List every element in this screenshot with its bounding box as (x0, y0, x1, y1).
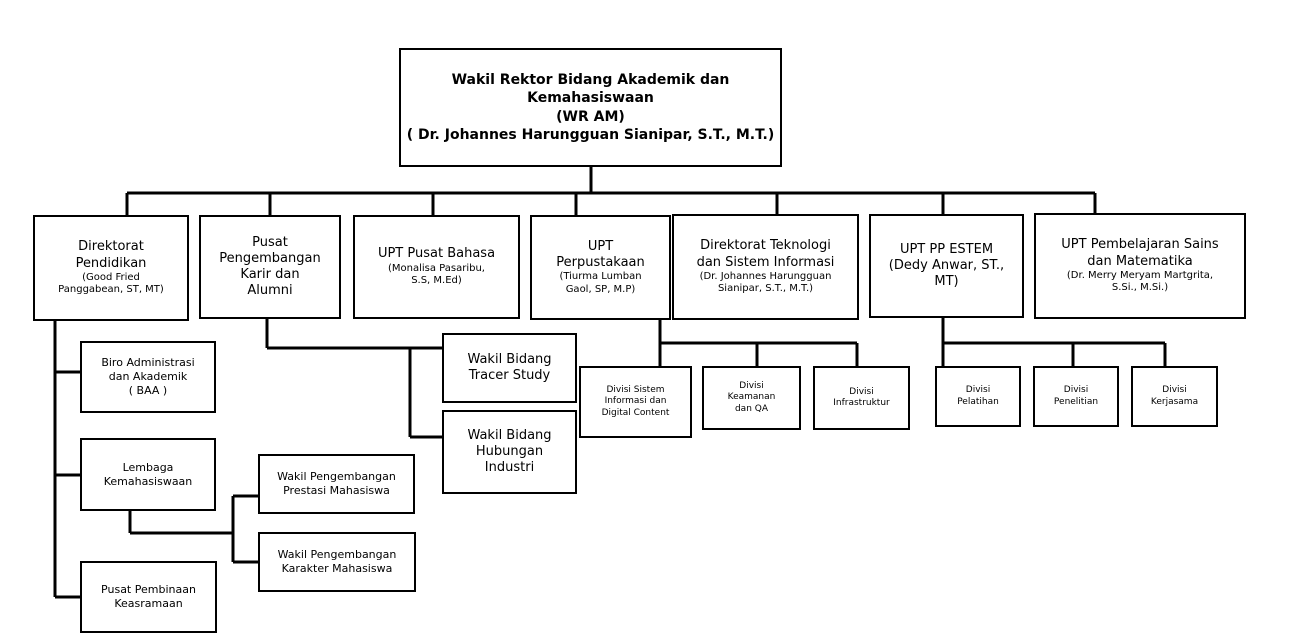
node-person: Panggabean, ST, MT) (58, 284, 164, 296)
node-title: Alumni (247, 283, 293, 299)
node-person: S.S, M.Ed) (411, 275, 462, 287)
node-title: Direktorat (78, 239, 144, 255)
node-title: Wakil Pengembangan (277, 470, 396, 484)
node-title: Divisi (965, 385, 991, 396)
node-wakil-tracer-study: Wakil Bidang Tracer Study (442, 333, 577, 403)
node-title: Hubungan (475, 443, 544, 459)
node-lembaga-kemahasiswaan: Lembaga Kemahasiswaan (80, 438, 216, 511)
node-title: Prestasi Mahasiswa (283, 484, 390, 497)
node-title: Infrastruktur (833, 398, 890, 408)
node-divisi-penelitian: Divisi Penelitian (1033, 366, 1119, 427)
node-title: Wakil Bidang (467, 351, 552, 367)
node-title: Keasramaan (114, 597, 183, 610)
node-title: Wakil Pengembangan (277, 548, 397, 562)
node-title: Direktorat Teknologi (700, 238, 831, 254)
node-title: ( BAA ) (128, 383, 168, 397)
node-upt-pusat-bahasa: UPT Pusat Bahasa (Monalisa Pasaribu, S.S… (353, 215, 520, 319)
node-direktorat-pendidikan: Direktorat Pendidikan (Good Fried Pangga… (33, 215, 189, 321)
root-node-wr-am: Wakil Rektor Bidang Akademik dan Kemahas… (399, 48, 782, 167)
node-title: dan Akademik (108, 370, 188, 384)
node-title: Keamanan (727, 392, 776, 403)
node-title: dan Matematika (1087, 253, 1193, 269)
node-title: Tracer Study (468, 368, 551, 383)
node-title: Karir dan (240, 267, 300, 282)
node-person: (Good Fried (82, 271, 140, 283)
node-title: Karakter Mahasiswa (281, 562, 393, 575)
node-divisi-keamanan-qa: Divisi Keamanan dan QA (702, 366, 801, 430)
node-person: Sianipar, S.T., M.T.) (717, 283, 814, 295)
node-wakil-prestasi: Wakil Pengembangan Prestasi Mahasiswa (258, 454, 415, 514)
node-person: Gaol, SP, M.P) (565, 283, 636, 295)
node-title: Kemahasiswaan (103, 474, 193, 488)
node-title: Divisi (1162, 385, 1187, 396)
node-upt-perpustakaan: UPT Perpustakaan (Tiurma Lumban Gaol, SP… (530, 215, 671, 320)
node-title: Perpustakaan (556, 255, 645, 270)
node-title: Divisi Sistem (606, 385, 665, 396)
node-title: MT) (934, 274, 959, 290)
node-title: UPT Pembelajaran Sains (1061, 237, 1219, 253)
node-divisi-infrastruktur: Divisi Infrastruktur (813, 366, 910, 430)
node-title: (Dedy Anwar, ST., (888, 257, 1005, 273)
node-person: S.Si., M.Si.) (1111, 282, 1169, 294)
node-title: UPT (587, 238, 614, 254)
node-direktorat-ti: Direktorat Teknologi dan Sistem Informas… (672, 214, 859, 320)
node-title: UPT PP ESTEM (899, 241, 994, 257)
node-title: Pusat Pembinaan (101, 583, 196, 597)
node-title: Industri (484, 460, 535, 476)
node-title: dan QA (734, 403, 769, 414)
root-line-3: (WR AM) (556, 108, 625, 125)
node-person: (Dr. Johannes Harungguan (699, 270, 832, 282)
node-pusat-karir-alumni: Pusat Pengembangan Karir dan Alumni (199, 215, 341, 319)
node-title: Informasi dan (604, 396, 667, 407)
node-title: Divisi (1063, 385, 1089, 396)
node-title: Pelatihan (957, 396, 999, 407)
root-line-1: Wakil Rektor Bidang Akademik dan (451, 71, 730, 88)
node-divisi-sistem-informasi: Divisi Sistem Informasi dan Digital Cont… (579, 366, 692, 438)
node-pusat-keasramaan: Pusat Pembinaan Keasramaan (80, 561, 217, 633)
node-person: (Dr. Merry Meryam Martgrita, (1066, 269, 1214, 281)
node-wakil-karakter: Wakil Pengembangan Karakter Mahasiswa (258, 532, 416, 592)
node-upt-pp-estem: UPT PP ESTEM (Dedy Anwar, ST., MT) (869, 214, 1024, 318)
node-title: Pengembangan (219, 250, 321, 266)
node-biro-baa: Biro Administrasi dan Akademik ( BAA ) (80, 341, 216, 413)
node-person: (Monalisa Pasaribu, (388, 262, 485, 274)
node-person: (Tiurma Lumban (559, 271, 642, 283)
node-title: dan Sistem Informasi (696, 254, 835, 270)
root-line-4: ( Dr. Johannes Harungguan Sianipar, S.T.… (406, 126, 775, 143)
node-upt-sains-matematika: UPT Pembelajaran Sains dan Matematika (D… (1034, 213, 1246, 319)
node-title: Penelitian (1053, 396, 1099, 407)
node-wakil-hubungan-industri: Wakil Bidang Hubungan Industri (442, 410, 577, 494)
node-title: Wakil Bidang (467, 427, 552, 443)
node-title: Divisi (739, 381, 764, 392)
node-title: Kerjasama (1150, 396, 1199, 407)
node-divisi-kerjasama: Divisi Kerjasama (1131, 366, 1218, 427)
node-title: Pendidikan (75, 255, 147, 271)
node-title: Digital Content (601, 407, 670, 418)
node-title: UPT Pusat Bahasa (377, 246, 496, 262)
root-line-2: Kemahasiswaan (527, 90, 654, 107)
node-title: Divisi (849, 386, 874, 397)
node-title: Pusat (252, 234, 288, 250)
node-title: Biro Administrasi (101, 356, 195, 370)
node-divisi-pelatihan: Divisi Pelatihan (935, 366, 1021, 427)
node-title: Lembaga (122, 460, 174, 474)
